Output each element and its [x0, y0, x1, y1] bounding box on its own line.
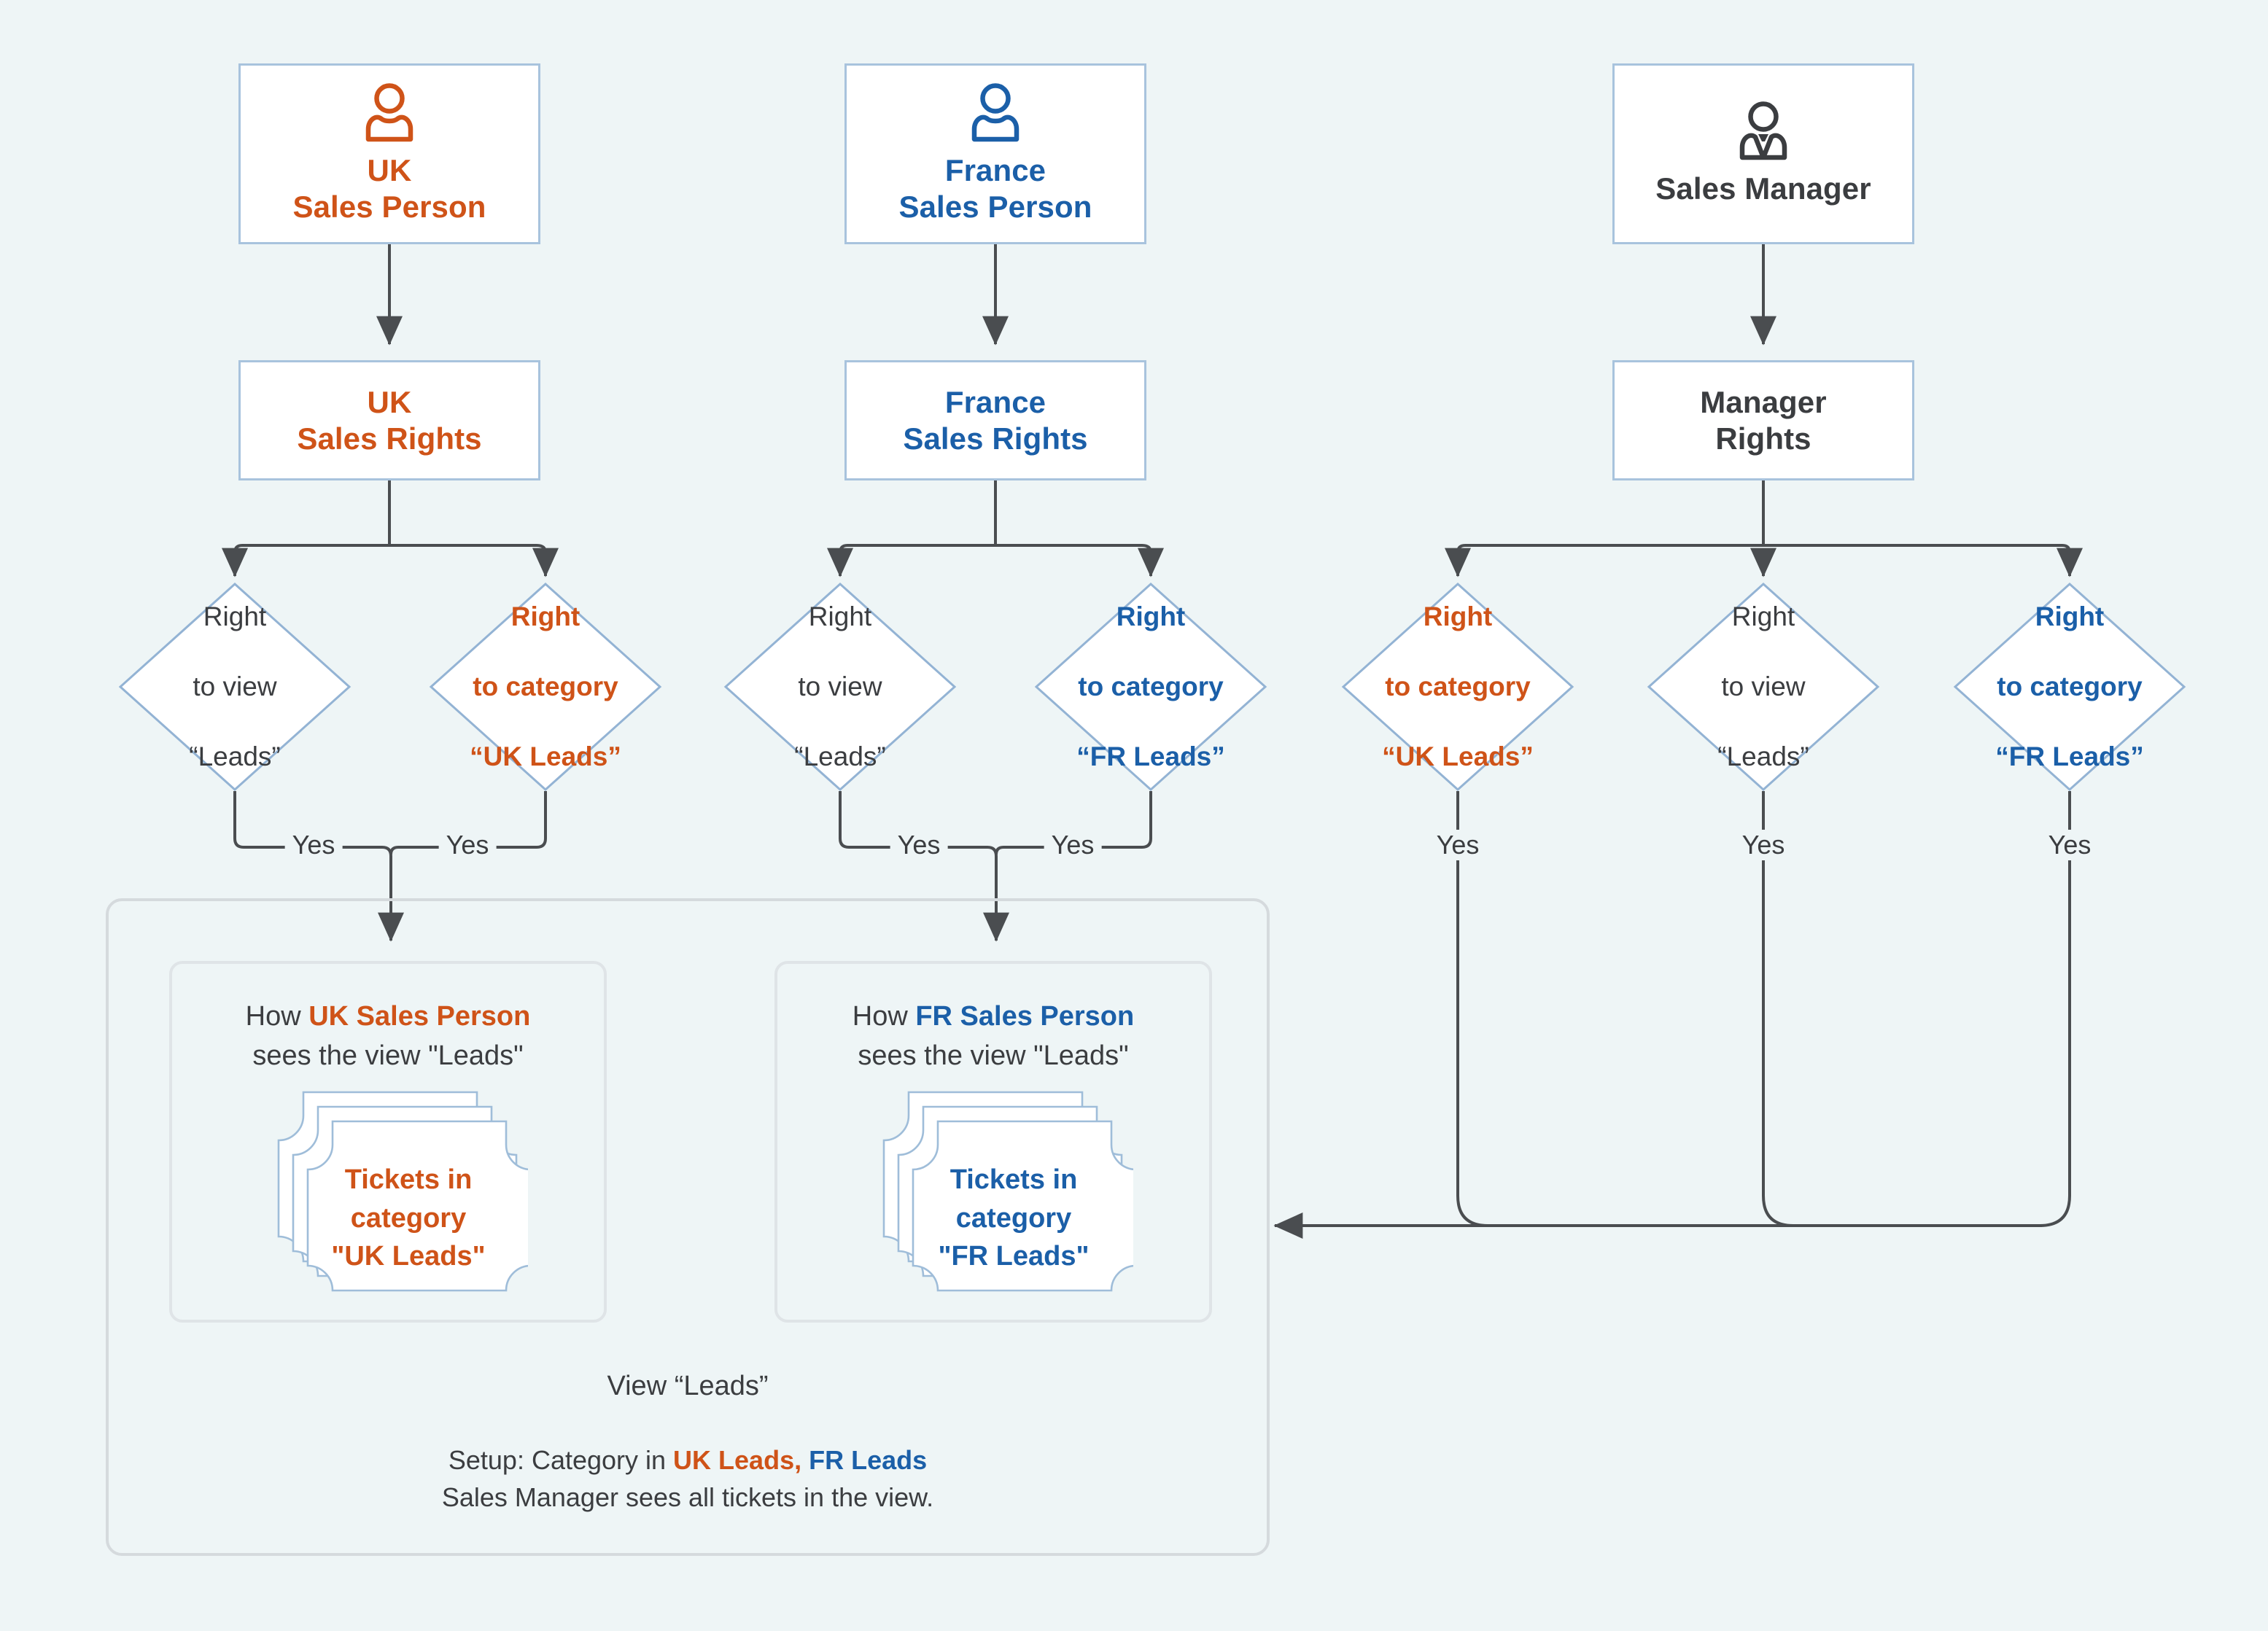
edge-label-yes: Yes: [1734, 830, 1793, 860]
rights-label-line1: Manager: [1700, 384, 1827, 419]
decision-line2: to view: [193, 671, 277, 701]
title-strong: FR Sales Person: [915, 1001, 1135, 1032]
fr-view-card-title: How FR Sales Person sees the view "Leads…: [777, 997, 1209, 1076]
decision-line2: to category: [1078, 671, 1224, 701]
decision-line2: to view: [798, 671, 882, 701]
title-prefix: How: [852, 1001, 916, 1032]
edge-label-yes: Yes: [1044, 830, 1102, 860]
manager-icon: [1736, 101, 1790, 160]
panel-footer: View “Leads” Setup: Category in UK Leads…: [106, 1371, 1270, 1516]
title-strong: UK Sales Person: [308, 1001, 531, 1032]
person-icon: [362, 82, 416, 142]
view-leads-panel: [106, 898, 1270, 1556]
stack-line3: "UK Leads": [331, 1241, 486, 1272]
setup-line2: Sales Manager sees all tickets in the vi…: [441, 1482, 934, 1513]
rights-label-line1: UK: [367, 384, 412, 419]
decision-line2: to category: [473, 671, 618, 701]
decision-line2: to category: [1385, 671, 1531, 701]
decision-line3: “FR Leads”: [1076, 741, 1225, 772]
decision-line1: Right: [808, 601, 872, 631]
role-label-line1: UK: [367, 153, 412, 188]
stack-line1: Tickets in: [949, 1164, 1078, 1196]
stack-line2: category: [955, 1202, 1072, 1234]
person-icon: [968, 82, 1022, 142]
rights-label-line2: Rights: [1715, 421, 1811, 456]
uk-view-card-title: How UK Sales Person sees the view "Leads…: [172, 997, 604, 1076]
decision-mgr-right-to-view[interactable]: Right to view “Leads”: [1647, 582, 1880, 792]
role-box-sales-manager[interactable]: Sales Manager: [1612, 63, 1914, 244]
title-prefix: How: [245, 1001, 309, 1032]
decision-mgr-right-to-category-fr[interactable]: Right to category “FR Leads”: [1953, 582, 2186, 792]
role-label-line2: Sales Person: [292, 190, 486, 224]
stack-line1: Tickets in: [344, 1164, 473, 1196]
role-label-line2: Sales Person: [898, 190, 1092, 224]
title-line2: sees the view "Leads": [252, 1040, 524, 1071]
role-box-france-sales-person[interactable]: France Sales Person: [844, 63, 1146, 244]
rights-box-france-sales-rights[interactable]: France Sales Rights: [844, 360, 1146, 480]
role-label-line1: Sales Manager: [1655, 171, 1871, 206]
rights-box-manager-rights[interactable]: Manager Rights: [1612, 360, 1914, 480]
decision-line3: “UK Leads”: [1382, 741, 1534, 772]
decision-line1: Right: [1423, 601, 1493, 631]
uk-ticket-stack: Tickets in category "UK Leads": [258, 1086, 528, 1312]
stack-line3: "FR Leads": [938, 1241, 1090, 1272]
decision-line3: “UK Leads”: [470, 741, 621, 772]
decision-line3: “Leads”: [1717, 741, 1809, 772]
fr-view-card[interactable]: How FR Sales Person sees the view "Leads…: [774, 961, 1212, 1323]
edge-label-yes: Yes: [890, 830, 948, 860]
decision-line1: Right: [2035, 601, 2105, 631]
setup-fr-leads: FR Leads: [801, 1445, 928, 1475]
rights-label-line2: Sales Rights: [903, 421, 1088, 456]
decision-uk-right-to-view[interactable]: Right to view “Leads”: [118, 582, 352, 792]
decision-line3: “FR Leads”: [1995, 741, 2144, 772]
decision-fr-right-to-category[interactable]: Right to category “FR Leads”: [1034, 582, 1267, 792]
decision-line2: to view: [1721, 671, 1806, 701]
edge-label-yes: Yes: [284, 830, 343, 860]
decision-line3: “Leads”: [794, 741, 886, 772]
edge-label-yes: Yes: [1429, 830, 1487, 860]
decision-line1: Right: [1731, 601, 1795, 631]
edge-label-yes: Yes: [2040, 830, 2099, 860]
edge-label-yes: Yes: [438, 830, 497, 860]
rights-label-line2: Sales Rights: [297, 421, 482, 456]
rights-box-uk-sales-rights[interactable]: UK Sales Rights: [238, 360, 540, 480]
uk-view-card[interactable]: How UK Sales Person sees the view "Leads…: [169, 961, 607, 1323]
decision-line1: Right: [203, 601, 267, 631]
decision-mgr-right-to-category-uk[interactable]: Right to category “UK Leads”: [1341, 582, 1574, 792]
stack-line2: category: [350, 1202, 467, 1234]
decision-line1: Right: [510, 601, 580, 631]
setup-prefix: Setup: Category in: [448, 1445, 674, 1475]
decision-fr-right-to-view[interactable]: Right to view “Leads”: [723, 582, 957, 792]
fr-ticket-stack: Tickets in category "FR Leads": [863, 1086, 1133, 1312]
rights-label-line1: France: [944, 384, 1046, 419]
decision-line1: Right: [1116, 601, 1186, 631]
decision-line2: to category: [1997, 671, 2143, 701]
setup-uk-leads: UK Leads,: [673, 1445, 802, 1475]
role-label-line1: France: [944, 153, 1046, 188]
decision-uk-right-to-category[interactable]: Right to category “UK Leads”: [429, 582, 662, 792]
role-box-uk-sales-person[interactable]: UK Sales Person: [238, 63, 540, 244]
title-line2: sees the view "Leads": [858, 1040, 1129, 1071]
decision-line3: “Leads”: [189, 741, 281, 772]
view-leads-label: View “Leads”: [607, 1371, 769, 1401]
